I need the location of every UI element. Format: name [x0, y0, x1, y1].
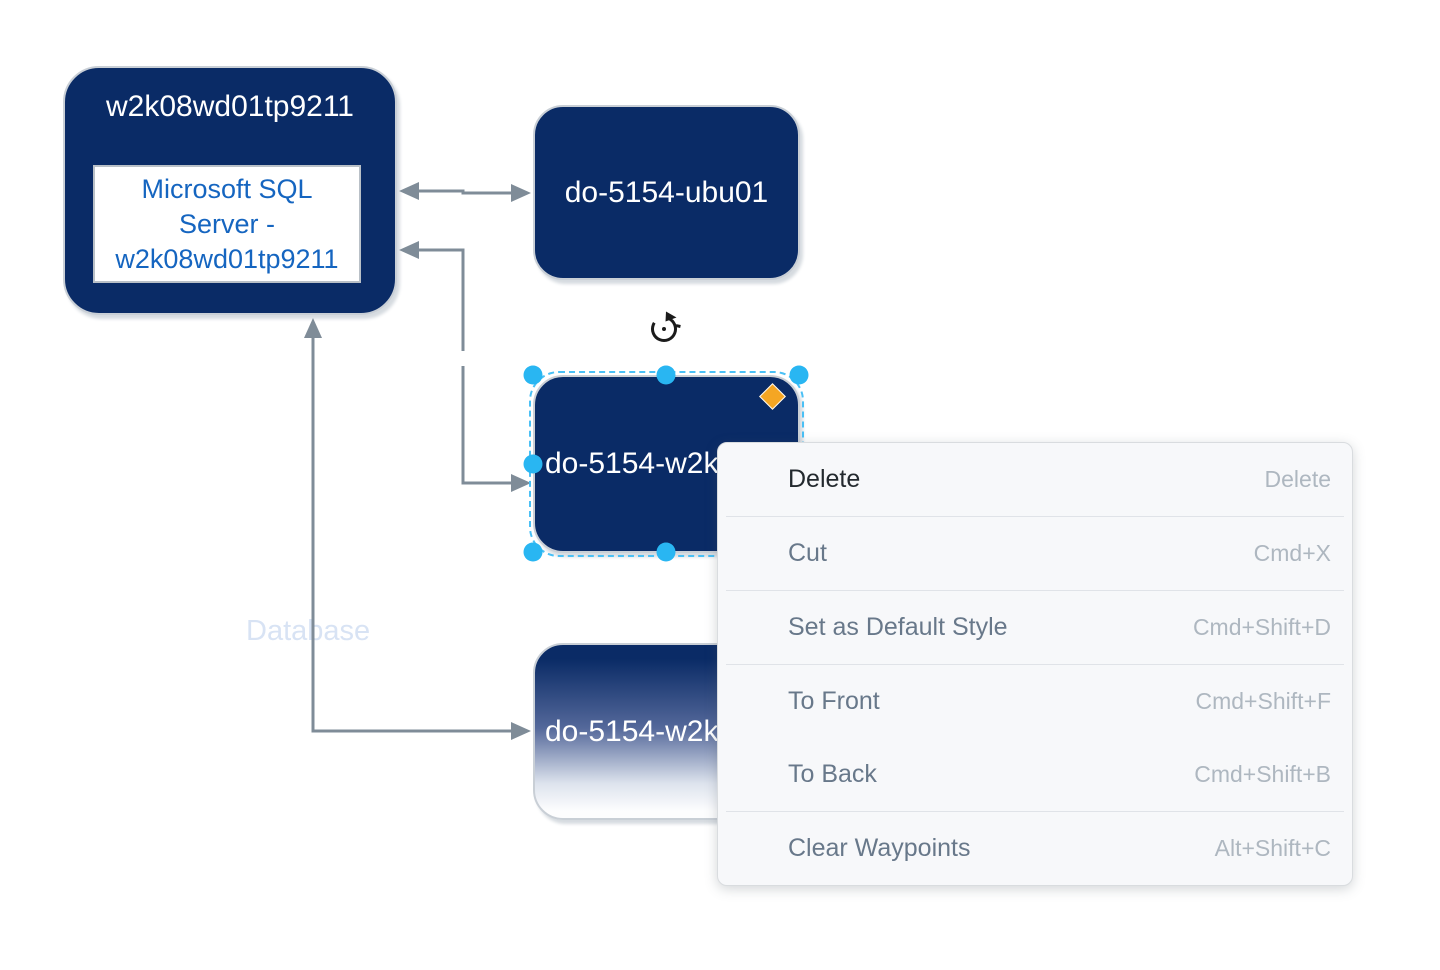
menu-item-clear-waypoints-label: Clear Waypoints	[788, 834, 971, 862]
node-sql-host[interactable]: w2k08wd01tp9211 Microsoft SQL Server - w…	[63, 66, 397, 315]
menu-item-cut-label: Cut	[788, 539, 827, 567]
arrowhead-right-icon	[511, 722, 531, 740]
menu-divider	[726, 516, 1344, 517]
menu-item-cut-shortcut: Cmd+X	[1253, 540, 1331, 566]
arrowhead-up-icon	[304, 318, 322, 338]
node-gradient-label: do-5154-w2k	[545, 714, 719, 748]
arrowhead-left-icon	[399, 241, 419, 259]
arrowhead-right-icon	[511, 184, 531, 202]
menu-item-to-back[interactable]: To Back Cmd+Shift+B	[718, 738, 1352, 811]
menu-item-to-front-shortcut: Cmd+Shift+F	[1195, 688, 1332, 714]
node-ubuntu-label: do-5154-ubu01	[564, 175, 769, 209]
context-menu: Delete Delete Cut Cmd+X Set as Default S…	[717, 442, 1353, 886]
selection-handle-top-left[interactable]	[523, 365, 543, 385]
menu-item-delete-shortcut: Delete	[1264, 466, 1331, 492]
edge-sql-gradient	[311, 338, 511, 733]
menu-divider	[726, 811, 1344, 812]
menu-item-cut[interactable]: Cut Cmd+X	[718, 517, 1352, 590]
selection-handle-top-middle[interactable]	[656, 365, 676, 385]
arrowhead-right-icon	[511, 474, 531, 492]
menu-item-to-back-label: To Back	[788, 760, 877, 788]
menu-item-to-front-label: To Front	[788, 687, 880, 715]
menu-item-set-as-default-style-label: Set as Default Style	[788, 613, 1008, 641]
edge-sql-ubuntu	[417, 189, 513, 195]
node-sql-service-label: Microsoft SQL Server - w2k08wd01tp9211	[115, 173, 339, 274]
selection-handle-bottom-left[interactable]	[523, 542, 543, 562]
menu-item-delete[interactable]: Delete Delete	[718, 443, 1352, 516]
selection-handle-bottom-middle[interactable]	[656, 542, 676, 562]
menu-divider	[726, 590, 1344, 591]
edge-label-database[interactable]: Database	[246, 615, 371, 647]
menu-item-set-as-default-style[interactable]: Set as Default Style Cmd+Shift+D	[718, 591, 1352, 664]
selection-handle-top-right[interactable]	[789, 365, 809, 385]
menu-divider	[726, 664, 1344, 665]
menu-item-clear-waypoints-shortcut: Alt+Shift+C	[1214, 835, 1331, 861]
node-sql-service[interactable]: Microsoft SQL Server - w2k08wd01tp9211	[93, 165, 361, 283]
menu-item-set-as-default-style-shortcut: Cmd+Shift+D	[1192, 614, 1331, 640]
node-sql-host-title: w2k08wd01tp9211	[106, 90, 354, 123]
menu-item-to-front[interactable]: To Front Cmd+Shift+F	[718, 665, 1352, 738]
selection-handle-middle-left[interactable]	[523, 454, 543, 474]
menu-item-clear-waypoints[interactable]: Clear Waypoints Alt+Shift+C	[718, 812, 1352, 885]
rotate-icon	[651, 311, 681, 342]
edge-sql-selected	[419, 248, 511, 485]
menu-item-to-back-shortcut: Cmd+Shift+B	[1194, 761, 1331, 787]
node-selected-label: do-5154-w2k	[545, 447, 719, 480]
node-ubuntu[interactable]: do-5154-ubu01	[533, 105, 800, 280]
menu-item-delete-label: Delete	[788, 465, 861, 493]
arrowhead-left-icon	[399, 182, 419, 200]
rotate-handle[interactable]	[646, 311, 682, 347]
edge-label-gap	[456, 351, 471, 366]
